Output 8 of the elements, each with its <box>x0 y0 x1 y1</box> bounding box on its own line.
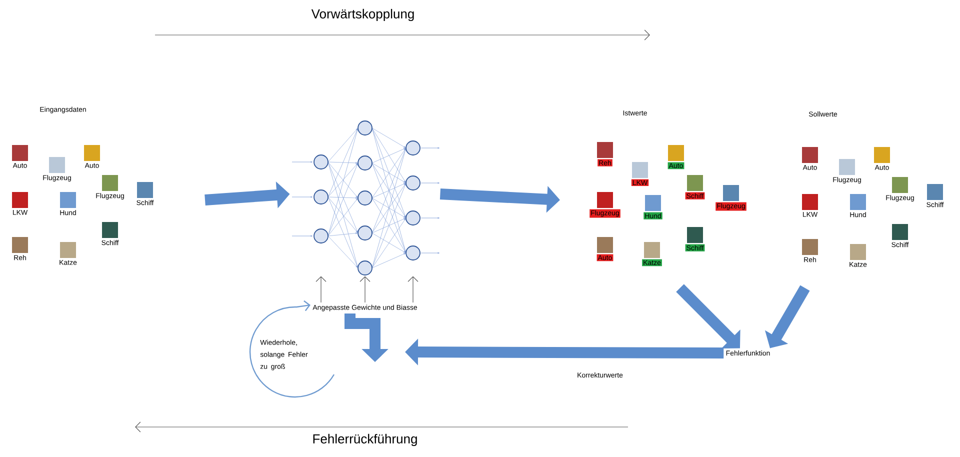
heading: Fehlerrückführung <box>313 434 417 446</box>
heading: Vorwärtskopplung <box>311 8 414 22</box>
block-arrow <box>676 284 740 348</box>
neural-network-drawing <box>292 120 440 276</box>
arrow <box>408 276 418 303</box>
arrow <box>249 300 334 398</box>
arrow <box>316 276 326 303</box>
arrow <box>360 276 370 303</box>
